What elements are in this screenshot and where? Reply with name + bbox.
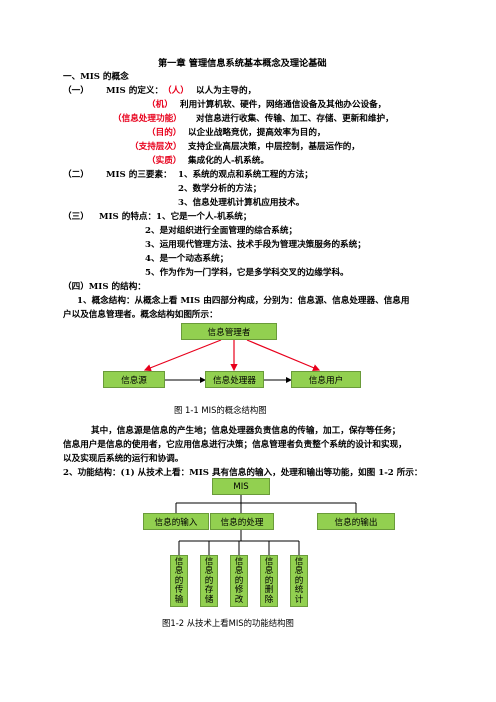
- definition-num: （一）: [63, 86, 89, 96]
- fig1-box-source: 信息源: [103, 371, 165, 388]
- fig1-box-processor: 信息处理器: [205, 371, 264, 388]
- arrow-manager-to-user: [246, 339, 321, 372]
- fig2-caption: 图1-2 从技术上看MIS的功能结构图: [162, 618, 294, 628]
- fig1-caption: 图 1-1 MIS的概念结构图: [174, 405, 267, 415]
- definition-tag-purpose: （目的）: [147, 128, 182, 138]
- elements-lead: MIS 的三要素：: [106, 170, 172, 180]
- fig1-box-manager: 信息管理者: [181, 323, 277, 340]
- concept-structure-line-2: 户以及信息管理者。概念结构如图所示：: [63, 310, 218, 320]
- elements-item-3: 3、信息处理机计算机应用技术。: [178, 198, 305, 208]
- fig2-box-process: 信息的处理: [210, 513, 274, 530]
- explain-line-2: 信息用户是信息的使用者，它应用信息进行决策；信息管理者负责整个系统的设计和实现，: [63, 440, 407, 450]
- explain-line-3: 以及实现后系统的运行和协调。: [63, 454, 184, 464]
- definition-text-person: 以人为主导的，: [196, 86, 257, 96]
- definition-tag-person: （人）: [163, 86, 189, 96]
- features-item-3: 3、运用现代管理方法、技术手段为管理决策服务的系统；: [145, 240, 366, 250]
- structure-heading: （四）MIS 的结构：: [63, 282, 146, 292]
- arrow-manager-to-source: [143, 339, 222, 372]
- concept-structure-line-1: 1、概念结构：从概念上看 MIS 由四部分构成，分别为：信息源、信息处理器、信息…: [77, 296, 410, 306]
- definition-text-purpose: 以企业战略竞优，提高效率为目的，: [188, 128, 326, 138]
- features-item-1: 1、它是一个人-机系统；: [156, 212, 252, 222]
- features-item-2: 2、是对组织进行全面管理的综合系统；: [145, 226, 298, 236]
- elements-num: （二）: [63, 170, 89, 180]
- fig2-box-output: 信息的输出: [317, 513, 395, 530]
- features-lead: MIS 的特点：: [99, 212, 157, 222]
- definition-tag-function: （信息处理功能）: [113, 114, 182, 124]
- definition-tag-level: （支持层次）: [130, 142, 182, 152]
- fig2-leaf-transmit: 信息的传输: [170, 555, 188, 607]
- features-item-5: 5、作为作为一门学科，它是多学科交叉的边缘学科。: [145, 268, 349, 278]
- features-item-4: 4、是一个动态系统；: [145, 254, 229, 264]
- definition-tag-essence: （实质）: [147, 156, 182, 166]
- fig1-box-user: 信息用户: [291, 371, 361, 388]
- features-num: （三）: [63, 212, 89, 222]
- section-heading-1: 一、MIS 的概念: [63, 72, 129, 82]
- fig2-leaf-store: 信息的存储: [200, 555, 218, 607]
- definition-text-essence: 集成化的人-机系统。: [188, 156, 269, 166]
- elements-item-2: 2、数学分析的方法；: [178, 184, 262, 194]
- page-title: 第一章 管理信息系统基本概念及理论基础: [158, 58, 327, 69]
- fig2-leaf-delete: 信息的删除: [260, 555, 278, 607]
- definition-lead: MIS 的定义：: [106, 86, 164, 96]
- fig2-leaf-stats: 信息的统计: [290, 555, 308, 607]
- fig2-box-root: MIS: [212, 478, 270, 495]
- elements-item-1: 1、系统的观点和系统工程的方法；: [178, 170, 313, 180]
- definition-text-level: 支持企业高层决策，中层控制，基层运作的，: [188, 142, 360, 152]
- definition-tag-machine: （机）: [147, 100, 173, 110]
- definition-text-machine: 利用计算机软、硬件，网络通信设备及其他办公设备，: [180, 100, 387, 110]
- fig2-box-input: 信息的输入: [143, 513, 209, 530]
- fig2-leaf-modify: 信息的修改: [230, 555, 248, 607]
- definition-text-function: 对信息进行收集、传输、加工、存储、更新和维护，: [196, 114, 394, 124]
- explain-line-1: 其中，信息源是信息的产生地；信息处理器负责信息的传输，加工，保存等任务；: [91, 426, 401, 436]
- function-structure-line: 2、功能结构：(1) 从技术上看：MIS 具有信息的输入，处理和输出等功能，如图…: [63, 468, 423, 478]
